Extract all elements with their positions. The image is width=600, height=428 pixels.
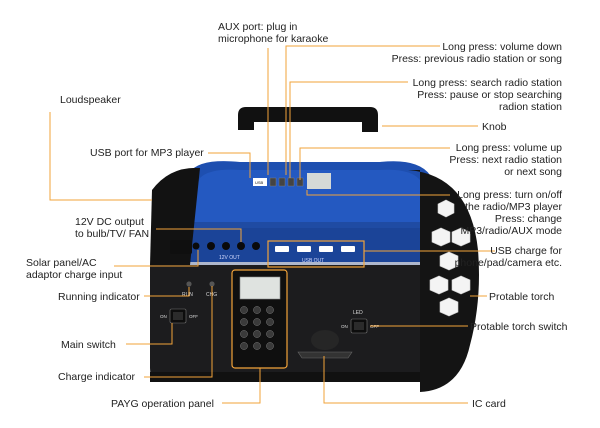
charge-indicator-label: Charge indicator (58, 371, 136, 383)
torch-on-text: ON (341, 324, 348, 329)
dc-out-text: 12V OUT (219, 255, 240, 261)
power-mode-label: Long press: turn on/off the radio/MP3 pl… (457, 189, 562, 237)
usb-charge-label: USB charge for phone/pad/camera etc. (454, 245, 562, 269)
usb-mp3-label: USB port for MP3 player (90, 147, 204, 159)
payg-keypad (240, 306, 274, 350)
usb-slot-text: USB (255, 180, 264, 185)
main-off-text: OFF (189, 314, 198, 319)
aux-port-label: AUX port: plug in microphone for karaoke (218, 21, 329, 45)
lower-body (150, 265, 440, 382)
main-switch-label: Main switch (61, 339, 116, 351)
loudspeaker-label: Loudspeaker (60, 94, 121, 106)
handle (238, 107, 378, 132)
torch-leds (429, 199, 471, 317)
usb-slot (253, 178, 267, 186)
leader-lines (49, 45, 495, 404)
knob-label: Knob (482, 121, 507, 133)
volume-up-label: Long press: volume up Press: next radio … (449, 142, 562, 178)
usb-out-text: USB OUT (302, 258, 324, 264)
search-radio-label: Long press: search radio station Press: … (412, 77, 562, 113)
top-display (307, 173, 331, 189)
ic-card-slot (297, 351, 353, 359)
torch-label: Protable torch (489, 291, 555, 303)
dc-output-label: 12V DC output to bulb/TV/ FAN (75, 216, 150, 240)
main-on-text: ON (160, 314, 167, 319)
usb-out-box (267, 240, 365, 268)
top-buttons (269, 177, 304, 187)
run-led (186, 281, 192, 287)
torch-switch-label: Protable torch switch (470, 321, 568, 333)
run-text: RUN (182, 292, 193, 298)
solar-input-label: Solar panel/AC adaptor charge input (26, 257, 123, 281)
ic-card-label: IC card (472, 398, 506, 410)
payg-panel-label: PAYG operation panel (111, 398, 214, 410)
usb-out-ports (275, 246, 355, 252)
payg-screen (239, 276, 281, 300)
running-indicator-label: Running indicator (58, 291, 140, 303)
volume-down-label: Long press: volume down Press: previous … (391, 41, 562, 65)
dc-out-sockets (170, 240, 260, 254)
chg-led (209, 281, 215, 287)
led-text: LED (353, 310, 363, 316)
